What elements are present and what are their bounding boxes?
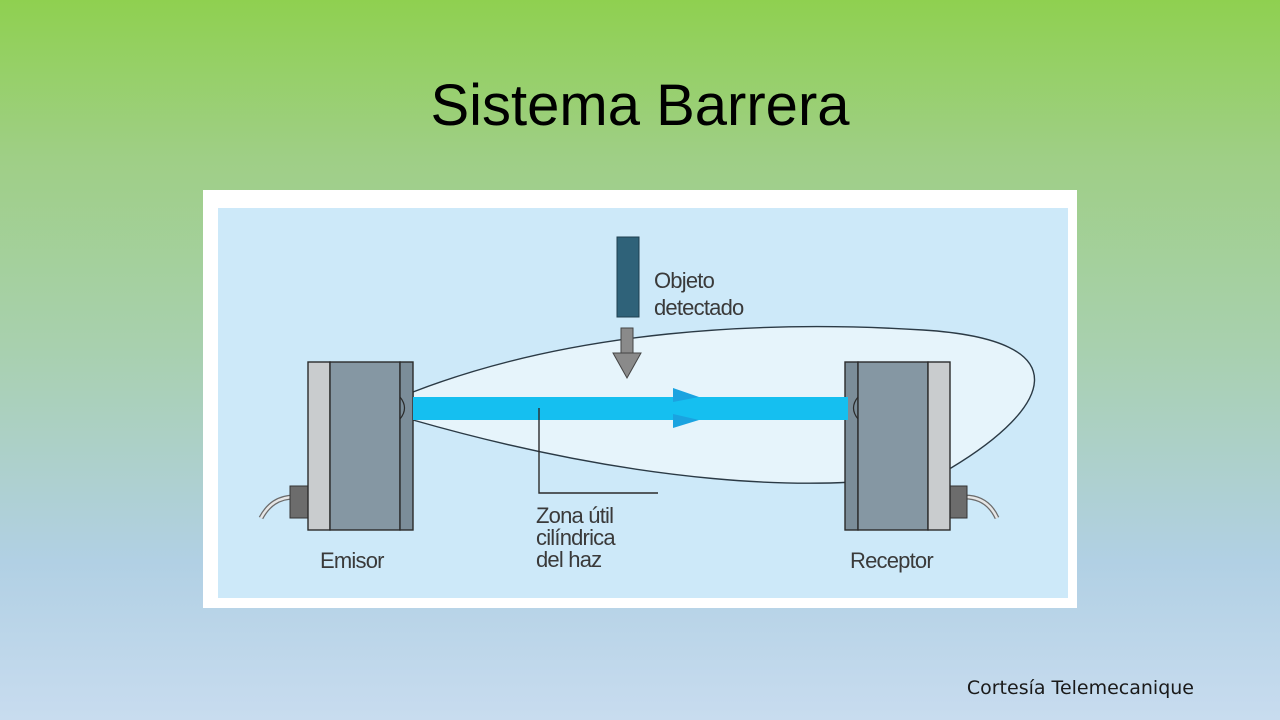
- credit-note: Cortesía Telemecanique: [966, 677, 1194, 699]
- zone-leader-line: [538, 408, 658, 494]
- emitter-label: Emisor: [320, 548, 384, 573]
- zone-label-line1: Zona útil: [536, 503, 613, 528]
- object-label-line1: Objeto: [654, 268, 715, 293]
- barrier-diagram-frame: Objeto detectado Zona útil cilíndrica de…: [203, 190, 1077, 608]
- down-arrow-icon: [612, 327, 642, 380]
- beam-arrow-bottom: [673, 414, 699, 428]
- receiver-connector: [948, 485, 968, 519]
- emitter-connector: [289, 485, 310, 519]
- zone-label-line2: cilíndrica: [536, 525, 616, 550]
- slide-title: Sistema Barrera: [430, 73, 850, 138]
- receiver-sensor: [844, 361, 951, 531]
- detected-object: [616, 236, 640, 318]
- object-label-line2: detectado: [654, 295, 744, 320]
- light-beam: [413, 397, 848, 420]
- barrier-diagram: Objeto detectado Zona útil cilíndrica de…: [218, 208, 1068, 598]
- emitter-sensor: [307, 361, 414, 531]
- receiver-label: Receptor: [850, 548, 933, 573]
- beam-arrow-top: [673, 388, 699, 402]
- zone-label-line3: del haz: [536, 547, 601, 572]
